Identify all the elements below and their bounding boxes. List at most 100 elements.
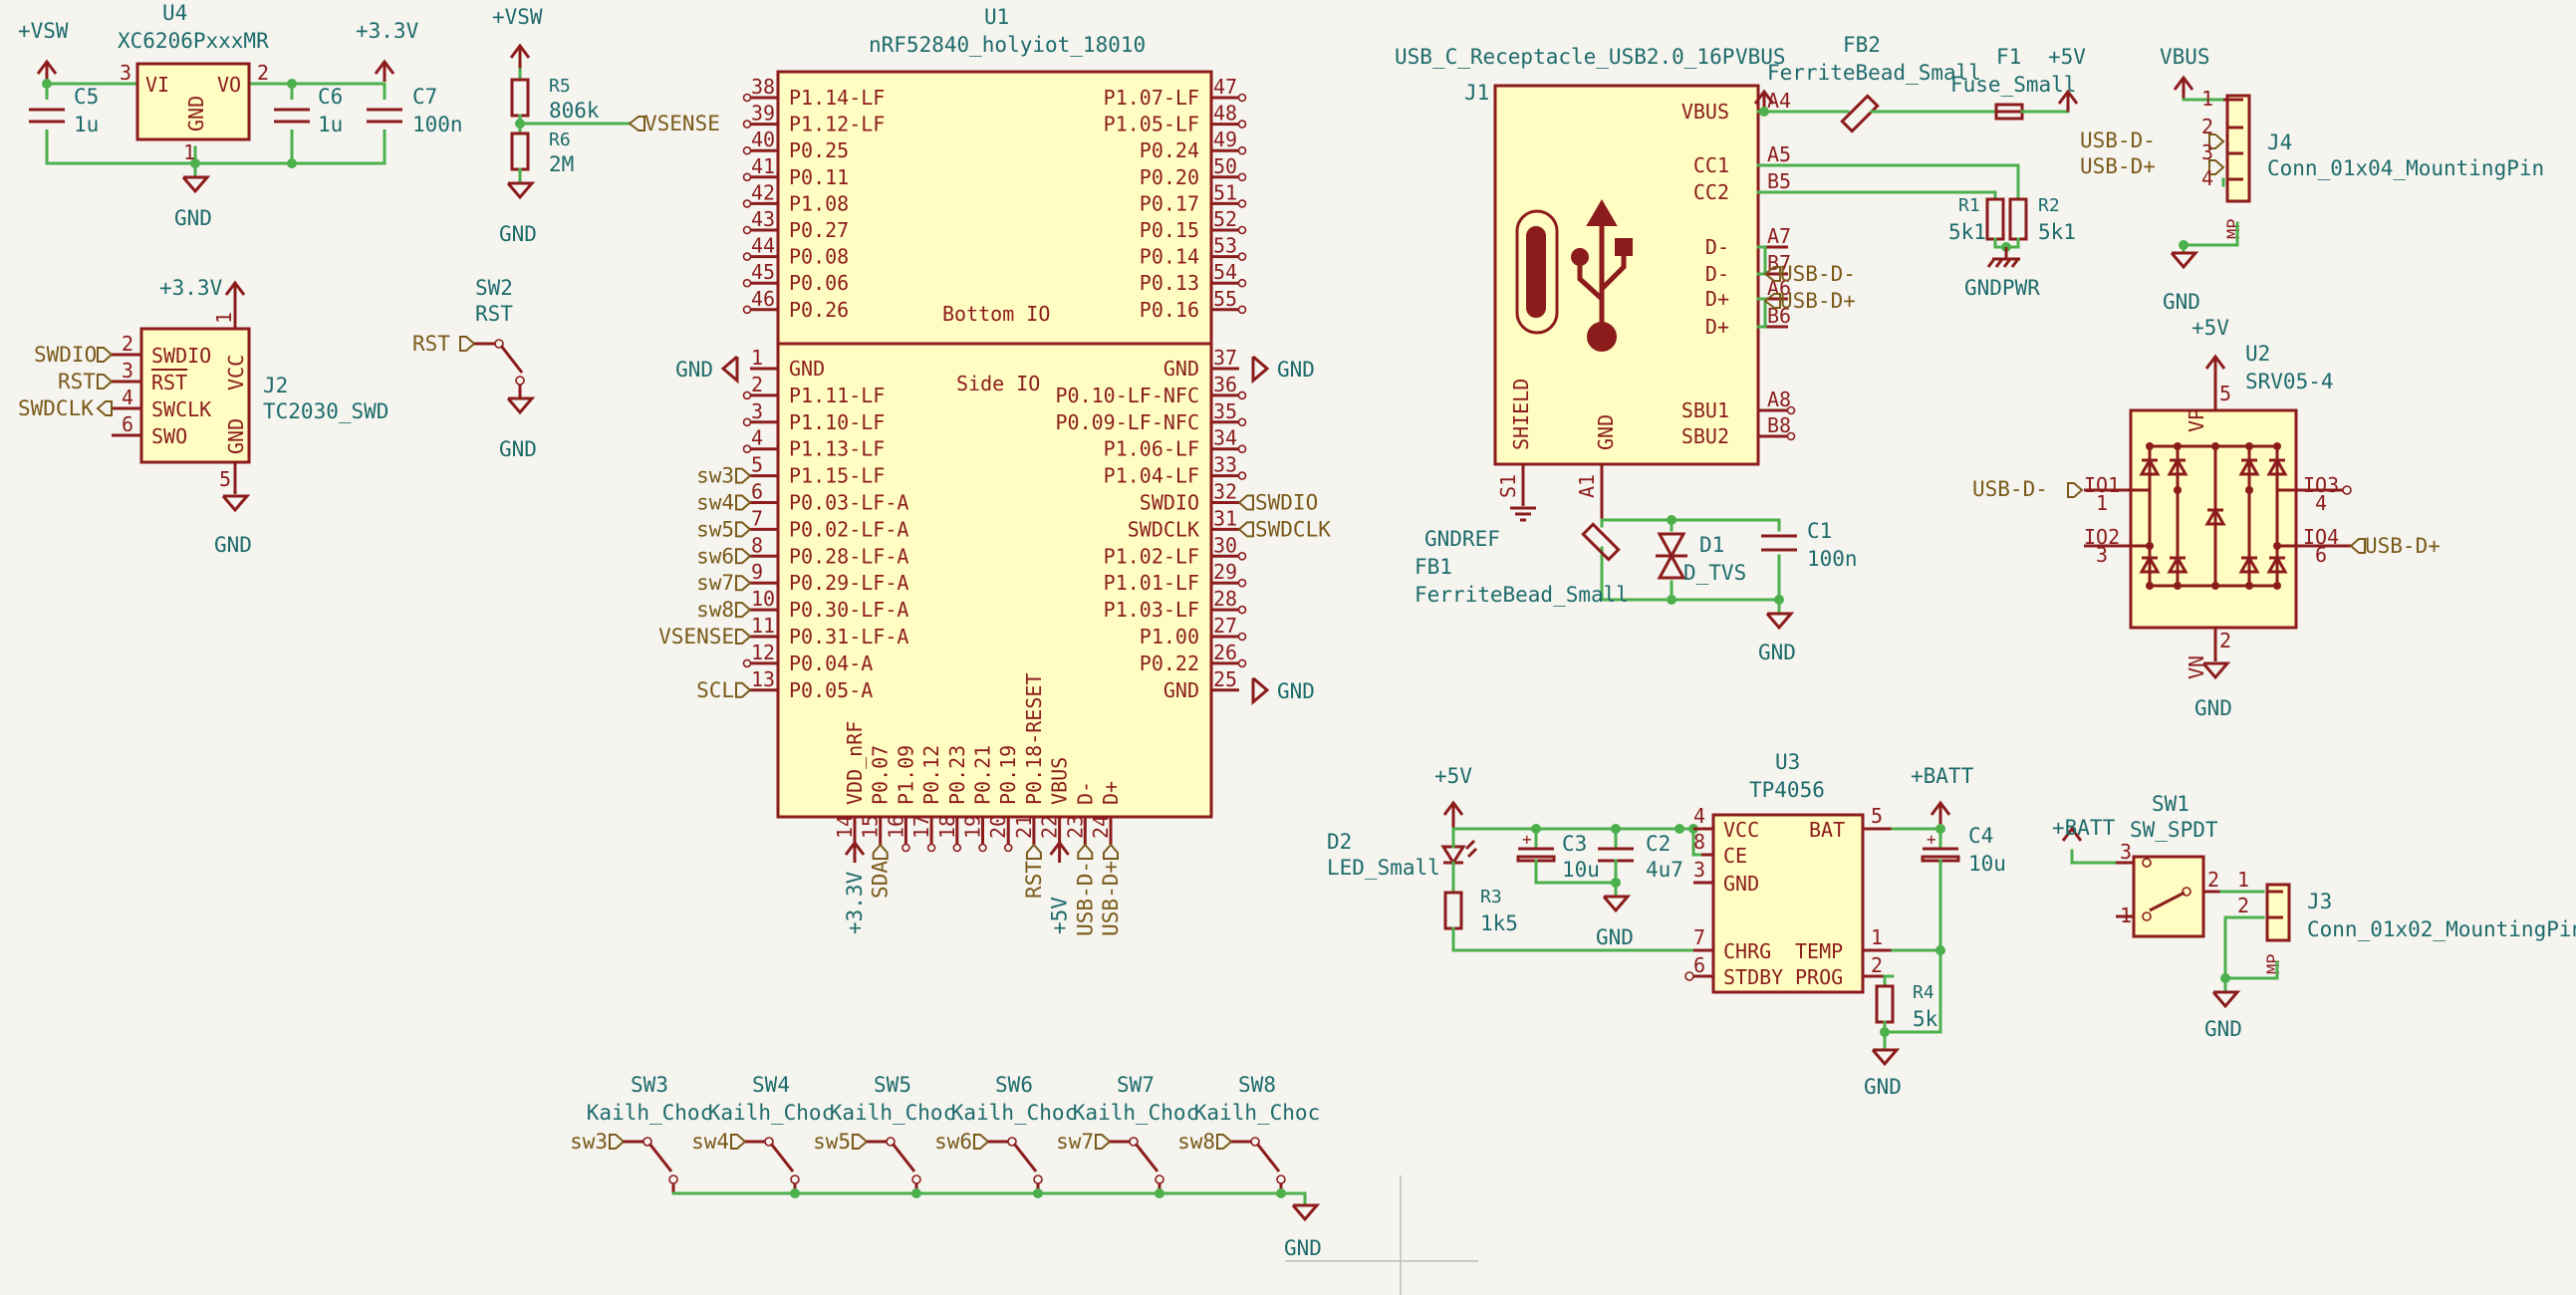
u4-regulator[interactable]: +VSW +3.3V C5 1u (18, 1, 463, 230)
svg-text:4: 4 (2201, 166, 2213, 190)
c3-capacitor[interactable]: + C3 10u (1516, 827, 1600, 885)
d2-led[interactable]: D2 LED_Small (1327, 830, 1478, 880)
u1-pin-name: P1.00 (1140, 625, 1199, 648)
c6-capacitor[interactable]: C6 1u (274, 85, 343, 136)
r2-resistor[interactable]: R2 5k1 (2008, 195, 2076, 244)
u1-pin-name: P1.01-LF (1104, 571, 1199, 595)
c5-capacitor[interactable]: C5 1u (29, 85, 99, 136)
d1-tvs-diode[interactable]: D1 D_TVS (1656, 532, 1746, 585)
vbus-fuse-path[interactable]: VBUS FB2 FerriteBead_Small F1 Fuse_Small… (1735, 33, 2086, 300)
fb1-ferrite-bead[interactable]: FB1 FerriteBead_Small (1415, 522, 1629, 607)
j4-usb-header[interactable]: VBUS USB-D- USB-D+ 1 2 3 4 MP J4 Conn_01… (2080, 45, 2544, 314)
c1-capacitor[interactable]: C1 100n (1761, 519, 1858, 571)
sw1-power-switch[interactable]: +BATT SW1 SW_SPDT 3 1 2 (2052, 792, 2265, 938)
j3-battery-connector[interactable]: 1 2 MP J3 Conn_01x02_MountingPin GND (2204, 868, 2576, 1041)
j1-pin-a7[interactable]: D-A7 (1705, 224, 1791, 259)
f1-fuse[interactable]: F1 Fuse_Small (1950, 45, 2076, 121)
c2-capacitor[interactable]: C2 4u7 (1598, 827, 1683, 897)
fb2-ferrite-bead[interactable]: FB2 FerriteBead_Small (1767, 33, 1981, 133)
shield-filter[interactable]: FB1 FerriteBead_Small D1 D_TVS C1 100n G… (1415, 515, 1858, 664)
net-label-vsense: VSENSE (658, 625, 752, 648)
key-switch-row[interactable]: SW3Kailh_Chocsw3SW4Kailh_Chocsw4SW5Kailh… (570, 1073, 1320, 1198)
c7-capacitor[interactable]: C7 100n (367, 85, 463, 136)
svg-text:USB-D+: USB-D+ (2365, 534, 2441, 558)
r3-resistor[interactable]: R3 1k5 (1443, 887, 1518, 935)
sw2-reset-switch[interactable]: SW2 RST RST GND (412, 276, 537, 461)
charger-circuit[interactable]: +5V D2 LED_Small R3 1k5 (1327, 750, 2006, 1099)
v5-power-symbol-u1: +5V (1048, 840, 1072, 934)
u2-esd-protection[interactable]: +5V U2 SRV05-4 VP VN 5 2 IO1 IO2 IO3 IO4… (1972, 316, 2441, 720)
vsense-divider[interactable]: +VSW R5 806k R6 2M VSENSE GND (492, 5, 720, 246)
r1-resistor[interactable]: R1 5k1 (1948, 195, 2005, 244)
u1-nrf52840-module[interactable]: U1 nRF52840_holyiot_18010 Bottom IO Side… (658, 5, 1331, 936)
c4-capacitor[interactable]: + C4 10u (1921, 824, 2006, 876)
j2-swd-connector[interactable]: +3.3V 1 SWDIO RST SWCLK SWO VCC GND 2 3 … (18, 276, 388, 557)
